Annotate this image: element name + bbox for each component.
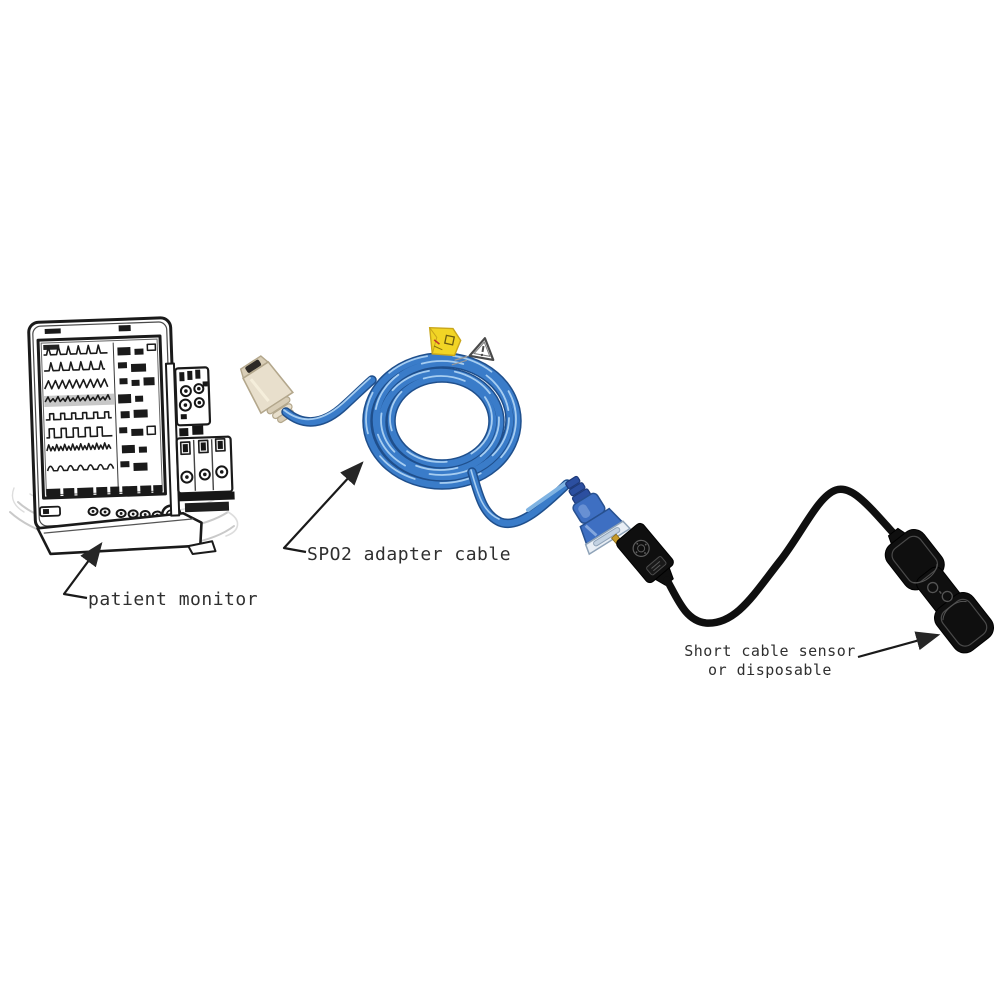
sensor-label-line1: Short cable sensor (684, 642, 856, 660)
brand-emblem (632, 539, 650, 558)
connector-label (646, 556, 667, 576)
side-modules (164, 362, 235, 517)
screen-menu-bar (46, 484, 163, 498)
plug-socket (593, 527, 621, 547)
sensor-cable (663, 485, 899, 627)
patient-monitor-illustration (9, 316, 239, 556)
leader-arrow-adapter-cable (282, 461, 364, 554)
tag-fine-print (454, 355, 468, 361)
monitor-logo-mark (44, 328, 61, 334)
connector-slot (245, 359, 262, 373)
sensor-assembly-illustration (610, 485, 995, 654)
adapter-cable-label: SPO2 adapter cable (307, 544, 512, 565)
leader-arrow-patient-monitor (62, 542, 103, 600)
spo2-plug-blue (565, 475, 632, 556)
vitals-readout-blocks (112, 342, 157, 487)
patient-monitor-label: patient monitor (88, 589, 259, 610)
front-port (39, 505, 62, 518)
sensor-window (927, 581, 939, 594)
leader-arrow-sensor (857, 631, 941, 659)
waveform-traces (43, 344, 115, 472)
button-dots (91, 510, 159, 517)
warning-triangle-icon (451, 337, 495, 366)
sensor-label: Short cable sensor or disposable (680, 642, 860, 680)
spo2-adapter-cable-illustration (239, 326, 632, 556)
sensor-label-line2: or disposable (708, 661, 832, 679)
spo2-finger-sensor (884, 527, 995, 654)
db-connector-beige (239, 355, 295, 424)
monitor-top-button (118, 324, 131, 332)
spo2-cable-coil (362, 352, 522, 490)
monitor-screen (36, 334, 167, 500)
sensor-window (941, 590, 953, 603)
monitor-base (36, 511, 217, 556)
yellow-tag-icon (428, 326, 462, 357)
cable-entry-segment (281, 375, 377, 427)
cable-tail-segment (467, 467, 572, 529)
